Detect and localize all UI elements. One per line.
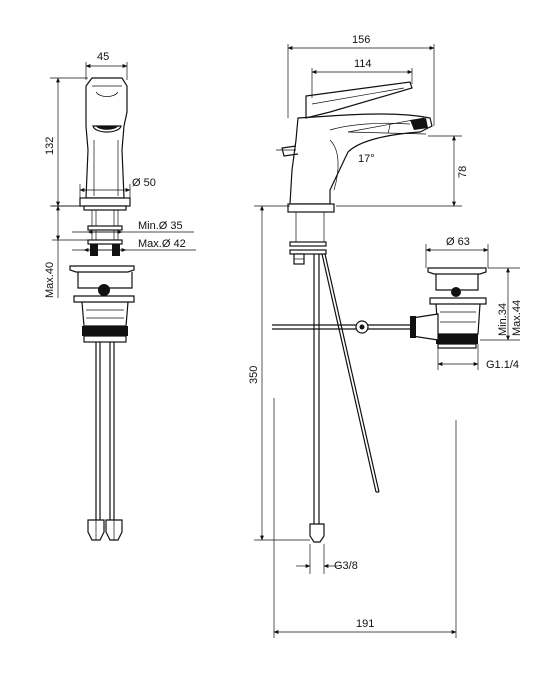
side-hose-length-label: 350 (248, 366, 260, 384)
waste-min-depth-label: Min.34 (497, 303, 509, 336)
front-waste-flange (69, 265, 135, 273)
front-base-diameter-label: Ø 50 (132, 177, 156, 189)
side-angle-label: 17° (358, 153, 375, 165)
front-hoses (87, 342, 123, 541)
waste-flange-diameter-label: Ø 63 (446, 236, 470, 248)
front-aerator (92, 125, 122, 133)
front-base (79, 197, 131, 207)
waste-thread-label: G1.1/4 (486, 359, 519, 371)
side-depth-label: 156 (352, 34, 370, 46)
side-popup-knob (281, 145, 299, 157)
side-projection-label: 191 (356, 618, 374, 630)
front-max-hole-label: Max.Ø 42 (138, 238, 186, 250)
front-view: 45 132 Ø 50 Min.Ø 35 Max.Ø 42 Max.40 (44, 51, 196, 541)
side-tap-body (289, 113, 433, 205)
front-width-label: 45 (97, 51, 109, 63)
side-hose (309, 254, 325, 543)
side-pullrod (321, 253, 377, 493)
front-max-thickness-label: Max.40 (44, 262, 56, 298)
waste-detail: Ø 63 Min.34 Max.44 G1.1/4 (410, 236, 523, 371)
front-min-hole-label: Min.Ø 35 (138, 220, 183, 232)
front-height-label: 132 (44, 137, 56, 155)
front-tap-body (85, 77, 128, 199)
side-connection-label: G3/8 (334, 560, 358, 572)
side-spout-height-label: 78 (457, 166, 469, 178)
waste-body (435, 303, 481, 335)
side-view: 156 114 17° 78 350 G3/8 191 (248, 34, 469, 638)
waste-max-depth-label: Max.44 (511, 300, 523, 336)
waste-flange (427, 267, 487, 275)
side-lever (305, 81, 413, 119)
side-base (287, 203, 335, 213)
side-lever-depth-label: 114 (354, 58, 372, 70)
